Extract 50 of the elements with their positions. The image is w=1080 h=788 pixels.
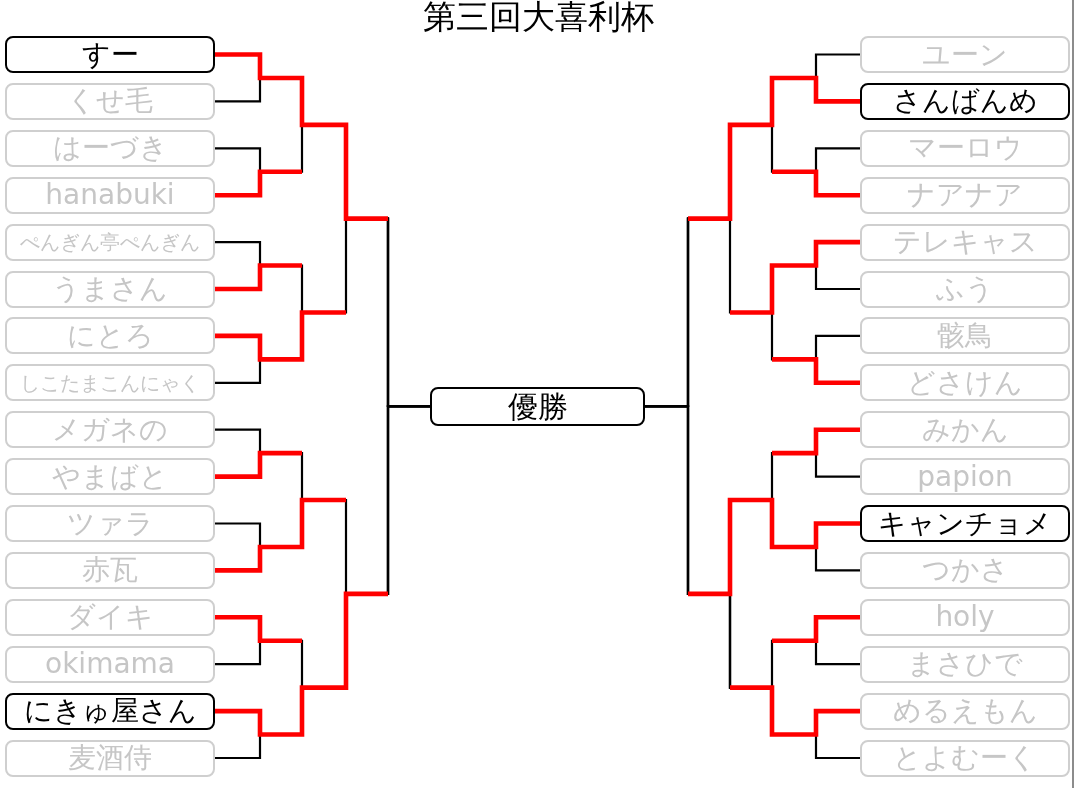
entry-box: みかん xyxy=(860,411,1070,449)
entry-box: ダイキ xyxy=(5,598,215,636)
entry-box: とよむーく xyxy=(860,739,1070,777)
entry-box: マーロウ xyxy=(860,129,1070,167)
highlight-line xyxy=(772,169,860,198)
entry-box: ぺんぎん亭ぺんぎん xyxy=(5,223,215,261)
highlight-line xyxy=(688,497,860,597)
highlight-line xyxy=(215,263,302,292)
champion-box: 優勝 xyxy=(430,387,645,426)
entry-box: つかさ xyxy=(860,551,1070,589)
entry-box: しこたまこんにゃく xyxy=(5,364,215,402)
highlight-line xyxy=(772,427,860,456)
entry-box: holy xyxy=(860,598,1070,636)
entry-box: ナアナア xyxy=(860,176,1070,214)
entry-box: メガネの xyxy=(5,411,215,449)
entry-box: くせ毛 xyxy=(5,82,215,120)
highlight-line xyxy=(772,357,860,386)
entry-box: すー xyxy=(5,36,215,73)
entry-box: テレキャス xyxy=(860,223,1070,261)
highlight-line xyxy=(730,239,860,315)
entry-box: キャンチョメ xyxy=(860,505,1070,542)
highlight-line xyxy=(215,310,346,362)
entry-box: めるえもん xyxy=(860,692,1070,730)
entry-box: はーづき xyxy=(5,129,215,167)
entry-box: hanabuki xyxy=(5,176,215,214)
highlight-line xyxy=(215,52,388,221)
highlight-line xyxy=(772,615,860,644)
entry-box: まさひで xyxy=(860,645,1070,683)
highlight-line xyxy=(730,685,860,737)
entry-box: にとろ xyxy=(5,317,215,355)
highlight-line xyxy=(215,615,302,644)
highlight-line xyxy=(215,591,388,737)
highlight-line xyxy=(215,450,302,479)
entry-box: やまばと xyxy=(5,458,215,496)
entry-box: 赤瓦 xyxy=(5,551,215,589)
entry-box: どさけん xyxy=(860,364,1070,402)
entry-box: 麦酒侍 xyxy=(5,739,215,777)
title: 第三回大喜利杯 xyxy=(422,0,654,33)
highlight-line xyxy=(215,169,302,198)
highlight-line xyxy=(215,497,346,573)
entry-box: okimama xyxy=(5,645,215,683)
entry-box: papion xyxy=(860,458,1070,496)
entry-box: ふう xyxy=(860,270,1070,308)
entry-box: ユーン xyxy=(860,36,1070,73)
entry-box: にきゅ屋さん xyxy=(5,692,215,730)
entry-box: ツァラ xyxy=(5,505,215,542)
entry-box: 骸鳥 xyxy=(860,317,1070,355)
highlight-line xyxy=(688,75,860,221)
entry-box: うまさん xyxy=(5,270,215,308)
entry-box: さんばんめ xyxy=(860,82,1070,120)
